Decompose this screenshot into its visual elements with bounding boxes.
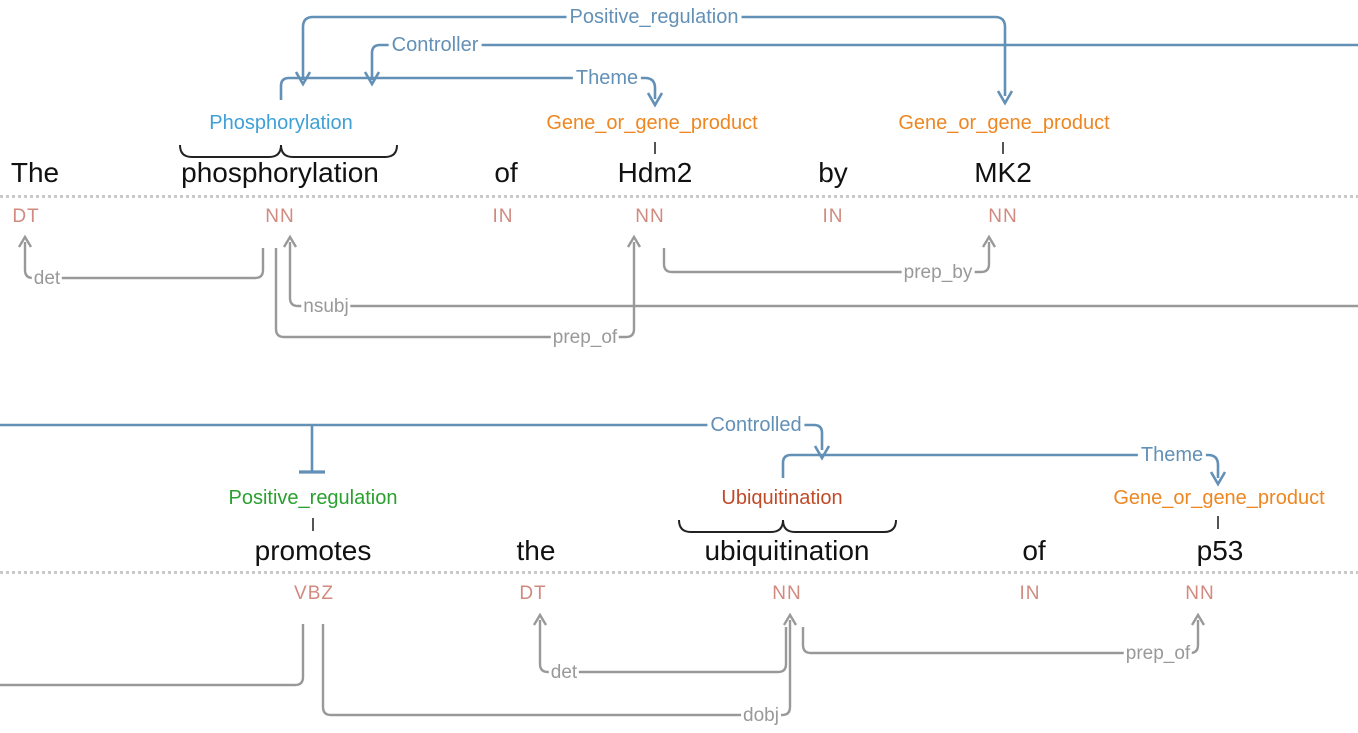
row2-separator: [0, 571, 1358, 574]
token-by[interactable]: by: [818, 157, 848, 188]
token-the-2[interactable]: the: [516, 535, 556, 566]
pos-tag-nn-5: NN: [1185, 583, 1215, 604]
token-of-1[interactable]: of: [494, 157, 518, 188]
dep-nsubj-wrap-line: [0, 624, 305, 687]
token-ubiquitination[interactable]: ubiquitination: [704, 535, 870, 566]
pos-tag-dt-1: DT: [12, 206, 40, 227]
pos-tag-dt-2: DT: [519, 583, 547, 604]
controlled-arc-line: [0, 423, 824, 450]
token-phosphorylation[interactable]: phosphorylation: [181, 157, 379, 188]
entity-label-positive-regulation[interactable]: Positive_regulation: [228, 487, 398, 509]
dep-det2-arrowhead-icon: [532, 612, 548, 626]
arc-label-theme-1[interactable]: Theme: [572, 67, 642, 89]
dep-prep-by-line: [662, 242, 991, 274]
pos-tag-vbz: VBZ: [294, 583, 334, 604]
pos-tag-nn-4: NN: [772, 583, 802, 604]
dep-prep-of1-line: [274, 242, 636, 339]
entity-label-gene-or-gene-product-mk2[interactable]: Gene_or_gene_product: [898, 112, 1110, 134]
controller-arrowhead-icon: [363, 71, 381, 87]
dep-label-prep-of-2[interactable]: prep_of: [1123, 643, 1193, 665]
dep-prep-of1-arrowhead-icon: [626, 234, 642, 248]
theme1-arc-line: [279, 76, 657, 100]
dep-dobj-line: [321, 620, 792, 717]
dep-det2-line: [538, 620, 788, 674]
positive-regulation-left-arrowhead-icon: [294, 71, 312, 87]
dep-det1-arrowhead-icon: [17, 234, 33, 248]
dep-label-prep-by[interactable]: prep_by: [901, 262, 975, 284]
theme2-arc-line: [781, 453, 1220, 478]
pos-tag-in-3: IN: [1019, 583, 1041, 604]
ubiquitination-span-brace: [678, 519, 897, 533]
dep-nsubj-line: [288, 242, 1358, 308]
dep-prep-of2-line: [801, 620, 1200, 655]
pos-tag-in-2: IN: [822, 206, 844, 227]
dep-label-det-1[interactable]: det: [31, 268, 63, 290]
arc-label-controlled[interactable]: Controlled: [707, 414, 805, 436]
dep-label-nsubj[interactable]: nsubj: [301, 296, 351, 318]
entity-label-phosphorylation[interactable]: Phosphorylation: [209, 112, 353, 134]
pos-tag-nn-3: NN: [988, 206, 1018, 227]
dep-label-det-2[interactable]: det: [548, 662, 580, 684]
arc-label-theme-2[interactable]: Theme: [1137, 444, 1207, 466]
token-hdm2[interactable]: Hdm2: [617, 157, 693, 188]
token-promotes[interactable]: promotes: [254, 535, 372, 566]
token-the-1[interactable]: The: [10, 157, 60, 188]
phosphorylation-span-brace: [179, 144, 398, 158]
dep-prep-by-arrowhead-icon: [981, 234, 997, 248]
row1-separator: [0, 195, 1358, 198]
entity-label-gene-or-gene-product-p53[interactable]: Gene_or_gene_product: [1113, 487, 1325, 509]
theme1-arrowhead-icon: [646, 92, 664, 108]
pos-tag-nn-1: NN: [265, 206, 295, 227]
arc-label-controller[interactable]: Controller: [388, 34, 482, 56]
dep-nsubj-arrowhead-icon: [282, 234, 298, 248]
dep-label-dobj[interactable]: dobj: [741, 705, 781, 727]
pos-tag-in-1: IN: [492, 206, 514, 227]
dep-dobj-arrowhead-icon: [782, 612, 798, 626]
dep-prep-of2-arrowhead-icon: [1190, 612, 1206, 626]
theme2-arrowhead-icon: [1209, 471, 1227, 487]
entity-label-gene-or-gene-product-hdm2[interactable]: Gene_or_gene_product: [546, 112, 758, 134]
token-mk2[interactable]: MK2: [974, 157, 1032, 188]
controller-arc-line: [370, 43, 1358, 80]
positive-regulation-right-arrowhead-icon: [996, 90, 1014, 106]
dep-det1-line: [23, 242, 265, 280]
token-p53[interactable]: p53: [1196, 535, 1244, 566]
entity-label-ubiquitination[interactable]: Ubiquitination: [721, 487, 843, 509]
dep-label-prep-of-1[interactable]: prep_of: [550, 327, 620, 349]
arc-label-positive-regulation[interactable]: Positive_regulation: [566, 6, 742, 28]
pos-tag-nn-2: NN: [635, 206, 665, 227]
controlled-arrowhead-icon: [813, 445, 831, 461]
token-of-2[interactable]: of: [1022, 535, 1046, 566]
